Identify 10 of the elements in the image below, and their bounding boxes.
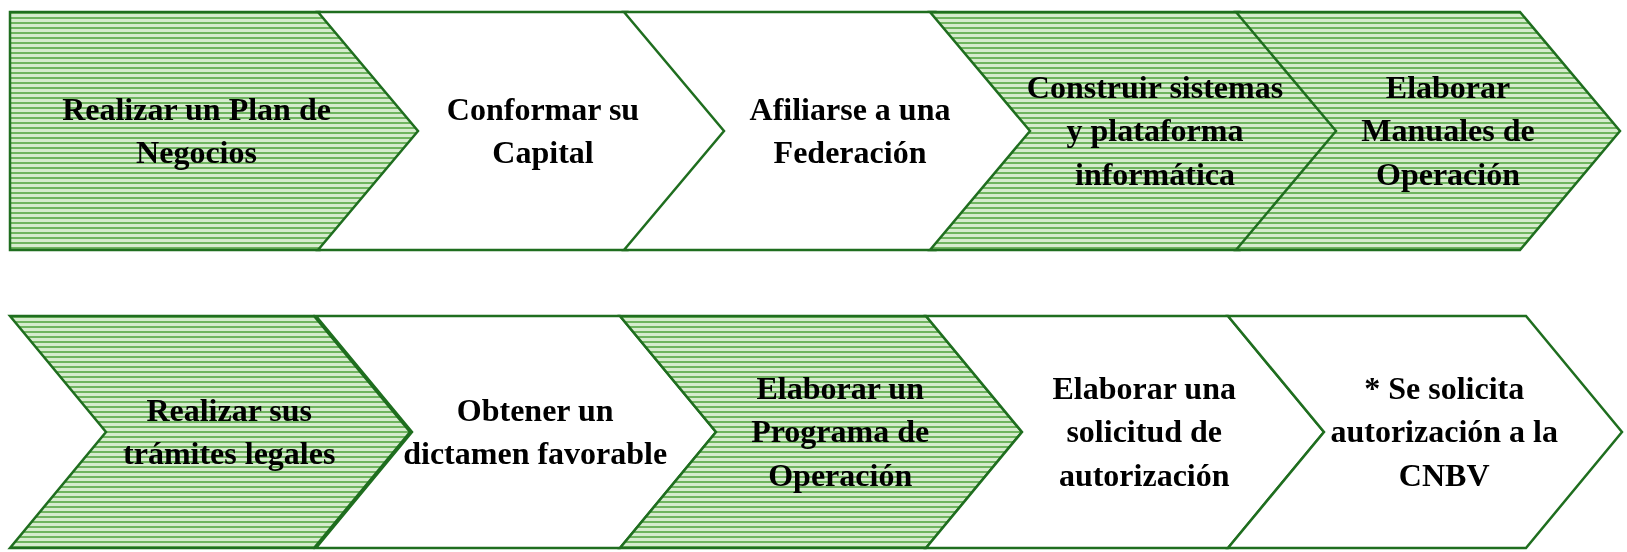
step-label: * Se solicita autorización a la CNBV [1329, 369, 1559, 495]
step-label: Elaborar una solicitud de autorización [1051, 369, 1237, 495]
step-label: Afiliarse a una Federación [748, 89, 952, 172]
step-label: Obtener un dictamen favorable [402, 390, 669, 473]
step-label: Conformar su Capital [445, 89, 641, 172]
step-label: Elaborar un Programa de Operación [750, 369, 931, 495]
step-label: Realizar un Plan de Negocios [61, 89, 332, 172]
step-label: Construir sistemas y plataforma informática [1025, 68, 1285, 194]
step-label: Elaborar Manuales de Operación [1360, 68, 1536, 194]
step-label: Realizar sus trámites legales [122, 390, 337, 473]
